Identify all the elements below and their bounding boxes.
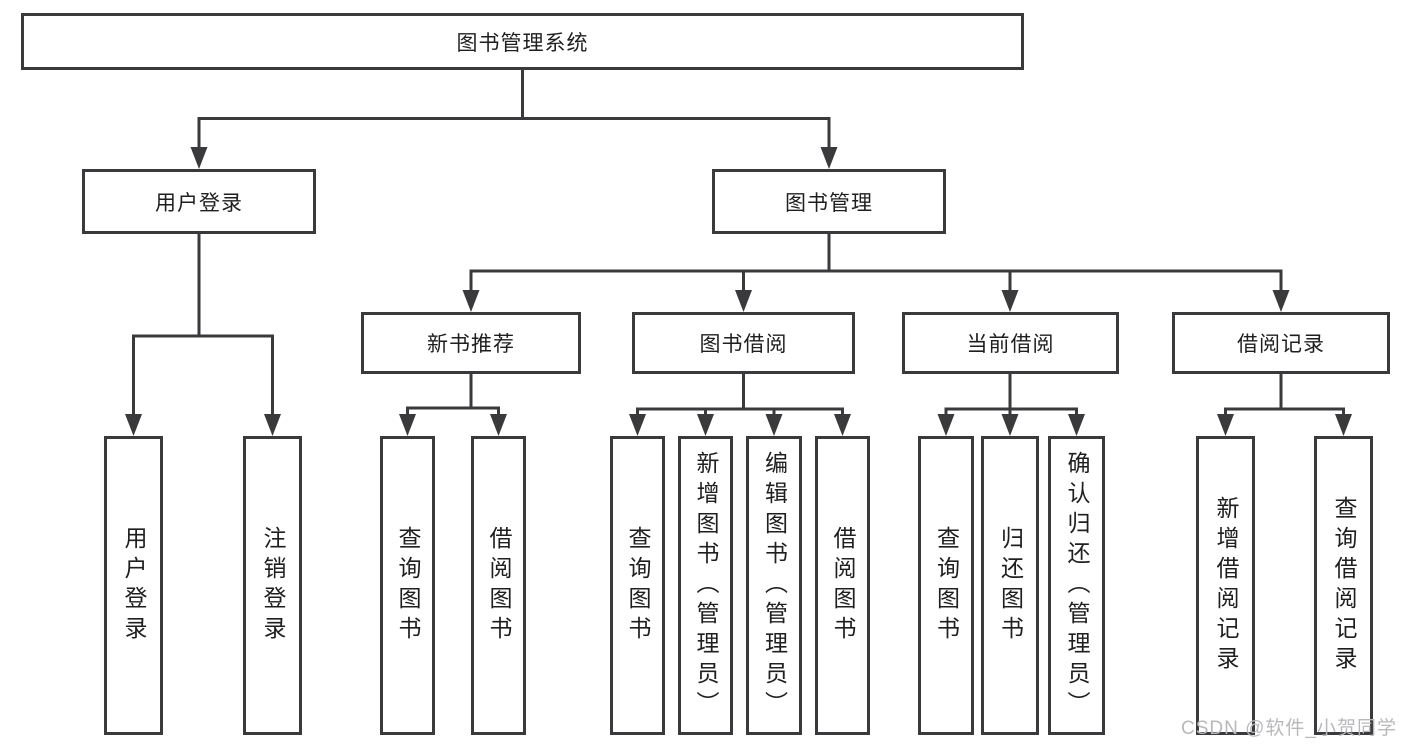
node-book-borrow: 图书借阅 [632, 312, 855, 374]
node-current-borrow: 当前借阅 [902, 312, 1119, 374]
node-book-borrow-label: 图书借阅 [699, 333, 788, 356]
node-borrow-record-label: 借阅记录 [1237, 333, 1325, 356]
leaf-return-books-label: 归还图书 [997, 525, 1024, 646]
leaf-add-books-admin-label: 新增图书（管理员） [693, 450, 719, 721]
node-book-management-label: 图书管理 [785, 191, 873, 215]
node-book-management: 图书管理 [712, 169, 946, 234]
leaf-recommend-borrow-books-label: 借阅图书 [486, 525, 512, 646]
leaf-confirm-return-admin-label: 确认归还（管理员） [1064, 450, 1090, 721]
leaf-logout: 注销登录 [243, 436, 302, 735]
node-root: 图书管理系统 [21, 13, 1024, 70]
node-new-book-recommend-label: 新书推荐 [427, 333, 515, 356]
node-user-login: 用户登录 [82, 169, 316, 234]
leaf-add-borrow-record-label: 新增借阅记录 [1213, 495, 1239, 676]
leaf-current-query-books: 查询图书 [918, 436, 974, 735]
node-current-borrow-label: 当前借阅 [966, 333, 1055, 356]
leaf-borrow-query-books: 查询图书 [610, 436, 665, 735]
leaf-borrow-books-label: 借阅图书 [830, 525, 856, 646]
leaf-borrow-query-books-label: 查询图书 [625, 525, 651, 646]
leaf-edit-books-admin: 编辑图书（管理员） [746, 436, 802, 735]
leaf-add-borrow-record: 新增借阅记录 [1196, 436, 1255, 735]
csdn-watermark: CSDN @软件_小贺同学 [1181, 718, 1397, 739]
leaf-recommend-query-books-label: 查询图书 [395, 525, 421, 646]
leaf-borrow-books: 借阅图书 [815, 436, 870, 735]
leaf-return-books: 归还图书 [981, 436, 1039, 735]
leaf-user-login: 用户登录 [104, 436, 163, 735]
leaf-add-books-admin: 新增图书（管理员） [678, 436, 733, 735]
leaf-recommend-borrow-books: 借阅图书 [471, 436, 526, 735]
leaf-recommend-query-books: 查询图书 [380, 436, 435, 735]
leaf-logout-label: 注销登录 [260, 525, 286, 646]
node-user-login-label: 用户登录 [155, 191, 243, 215]
leaf-query-borrow-record-label: 查询借阅记录 [1331, 495, 1357, 676]
leaf-user-login-label: 用户登录 [121, 525, 147, 646]
node-new-book-recommend: 新书推荐 [361, 312, 581, 374]
leaf-edit-books-admin-label: 编辑图书（管理员） [761, 450, 788, 721]
leaf-query-borrow-record: 查询借阅记录 [1314, 436, 1373, 735]
node-root-label: 图书管理系统 [456, 31, 589, 55]
node-borrow-record: 借阅记录 [1172, 312, 1390, 374]
leaf-current-query-books-label: 查询图书 [933, 525, 960, 646]
leaf-confirm-return-admin: 确认归还（管理员） [1048, 436, 1105, 735]
